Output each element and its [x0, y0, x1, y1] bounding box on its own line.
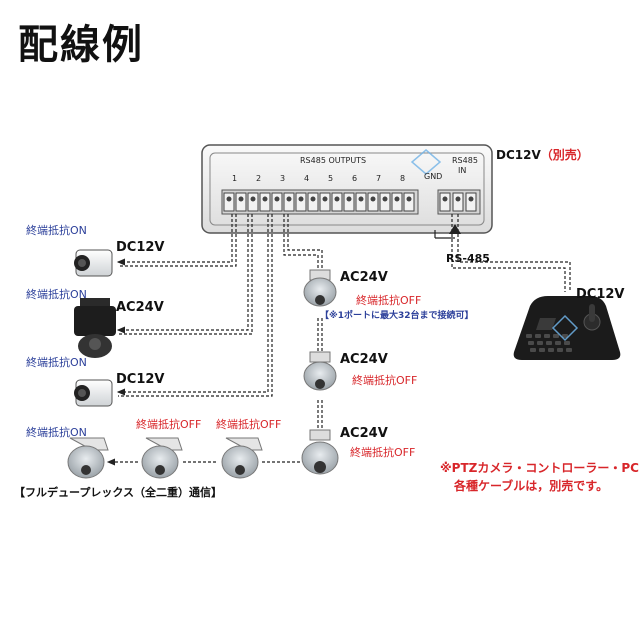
box1-termination: 終端抵抗ON [26, 224, 87, 237]
port-number: 3 [280, 174, 286, 183]
box2-termination: 終端抵抗ON [26, 356, 87, 369]
controller-key [553, 334, 559, 338]
port-number: 5 [328, 174, 334, 183]
ptz1-termination: 終端抵抗OFF [356, 294, 422, 307]
terminal-screw [334, 196, 340, 202]
rs485-label: RS-485 [446, 252, 490, 265]
dome-camera-black [74, 298, 116, 358]
controller-key [528, 341, 534, 345]
output-terminal [391, 192, 403, 212]
dome-power: AC24V [116, 300, 164, 315]
controller-key [539, 348, 545, 352]
box-camera-1 [74, 249, 113, 277]
controller-key [546, 341, 552, 345]
hub-power-label: DC12V（別売） [496, 148, 589, 162]
output-terminal [367, 192, 379, 212]
output-terminal [403, 192, 415, 212]
controller-key [530, 348, 536, 352]
ptz-camera-1 [303, 269, 337, 307]
terminal-screw [358, 196, 364, 202]
ptz-camera-3 [301, 429, 339, 475]
outputs-label: RS485 OUTPUTS [300, 156, 367, 165]
output-terminal [271, 192, 283, 212]
ptz2-termination: 終端抵抗OFF [352, 374, 418, 387]
footnote-line-2: 各種ケーブルは，別売です。 [454, 479, 609, 493]
chain-camera-a [67, 437, 109, 479]
controller-key [566, 348, 572, 352]
terminal-screw [394, 196, 400, 202]
chain-b-termination: 終端抵抗OFF [136, 418, 202, 431]
terminal-screw [238, 196, 244, 202]
controller-key [537, 341, 543, 345]
output-terminal [355, 192, 367, 212]
box-camera-2 [74, 379, 113, 407]
ptz-camera-2 [303, 351, 337, 391]
ptz-controller [513, 296, 621, 360]
port-limit-note: 【※1ポートに最大32台まで接続可】 [320, 311, 474, 321]
ptz2-power: AC24V [340, 352, 388, 367]
ptz3-power: AC24V [340, 426, 388, 441]
controller-key [557, 348, 563, 352]
output-terminal [343, 192, 355, 212]
terminal-screw [250, 196, 256, 202]
output-terminal [319, 192, 331, 212]
box1-power: DC12V [116, 240, 165, 255]
chain-camera-c [221, 437, 263, 479]
terminal-screw [274, 196, 280, 202]
full-duplex-label: 【フルデュープレックス（全二重）通信】 [14, 486, 223, 499]
terminal-screw [382, 196, 388, 202]
controller-key [544, 334, 550, 338]
output-terminal [283, 192, 295, 212]
chain-c-termination: 終端抵抗OFF [216, 418, 282, 431]
port-number: 4 [304, 174, 310, 183]
terminal-screw [310, 196, 316, 202]
chain-a-termination: 終端抵抗ON [26, 426, 87, 439]
in-label: IN [458, 166, 467, 175]
ptz1-power: AC24V [340, 270, 388, 285]
controller-key [548, 348, 554, 352]
controller-power-label: DC12V [576, 287, 625, 302]
controller-key [555, 341, 561, 345]
port-number: 8 [400, 174, 406, 183]
terminal-screw [286, 196, 292, 202]
port-number: 1 [232, 174, 238, 183]
output-terminal [295, 192, 307, 212]
terminal-screw [226, 196, 232, 202]
output-terminal [307, 192, 319, 212]
controller-key [562, 334, 568, 338]
port-number: 6 [352, 174, 358, 183]
box2-power: DC12V [116, 372, 165, 387]
terminal-screw [370, 196, 376, 202]
controller-key [564, 341, 570, 345]
page-title: 配線例 [18, 22, 144, 68]
port-number: 2 [256, 174, 262, 183]
terminal-screw [346, 196, 352, 202]
terminal-screw [322, 196, 328, 202]
output-terminal [235, 192, 247, 212]
terminal-screw [406, 196, 412, 202]
ptz3-termination: 終端抵抗OFF [350, 446, 416, 459]
rs485-in-label: RS485 [452, 156, 478, 165]
rs485-hub [201, 144, 493, 234]
chain-camera-b [141, 437, 183, 479]
footnote-line-1: ※PTZカメラ・コントローラー・PC [440, 461, 639, 475]
port-number: 7 [376, 174, 382, 183]
terminal-screw [298, 196, 304, 202]
gnd-label: GND [424, 172, 443, 181]
output-terminal [223, 192, 235, 212]
controller-key [535, 334, 541, 338]
terminal-screw [262, 196, 268, 202]
output-terminal [379, 192, 391, 212]
output-terminal [259, 192, 271, 212]
output-terminal [247, 192, 259, 212]
controller-key [526, 334, 532, 338]
output-terminal [331, 192, 343, 212]
dome-termination: 終端抵抗ON [26, 288, 87, 301]
